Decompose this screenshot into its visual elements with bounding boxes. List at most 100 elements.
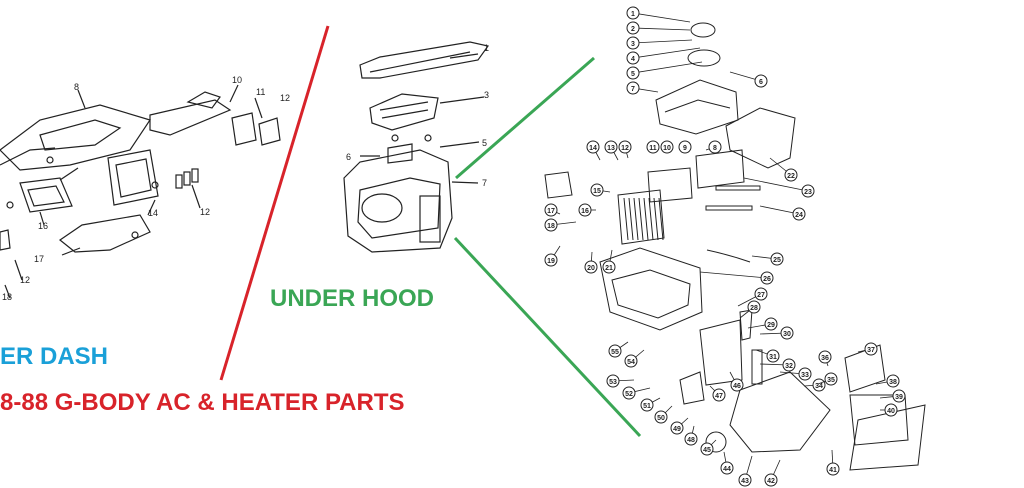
- callout-circle: [824, 372, 838, 386]
- callout-number: 11: [649, 145, 657, 152]
- evaporator-fin: [658, 197, 664, 241]
- dash-vent-fin: [175, 174, 183, 189]
- dash-part-outline: [186, 91, 221, 109]
- callout-43: 43: [738, 455, 753, 487]
- callout-circle: [864, 342, 878, 356]
- callout-leader: [743, 177, 809, 192]
- callout-number: 41: [829, 467, 837, 474]
- callout-circle: [618, 140, 632, 154]
- callout-number: 9: [683, 145, 687, 152]
- dash-part-number: 12: [280, 93, 290, 103]
- callout-19: 19: [544, 245, 561, 267]
- evaporator-fin: [628, 197, 634, 241]
- evaporator-fin: [638, 197, 644, 241]
- under-hood-parts-drawing: [343, 41, 490, 253]
- grommet-outline: [705, 431, 727, 453]
- hood-part-outline: [357, 177, 441, 239]
- dash-vent-fin: [183, 171, 191, 186]
- dash-part-outline: [0, 147, 56, 166]
- hood-fastener: [424, 134, 432, 142]
- callout-leader: [632, 12, 691, 23]
- dash-part-outline: [39, 119, 122, 151]
- callout-circle: [708, 140, 722, 154]
- callout-2: 2: [626, 21, 691, 35]
- callout-circle: [812, 378, 826, 392]
- dash-part-outline: [0, 229, 11, 251]
- callout-13: 13: [604, 140, 619, 161]
- callout-55: 55: [608, 341, 629, 358]
- callout-number: 29: [767, 322, 775, 329]
- callout-20: 20: [584, 251, 598, 274]
- callout-circle: [764, 473, 778, 487]
- callout-number: 3: [631, 41, 635, 48]
- callout-number: 28: [750, 305, 758, 312]
- callout-leader: [632, 39, 693, 44]
- callout-44: 44: [720, 451, 734, 475]
- hood-part-outline: [343, 149, 453, 253]
- callout-number: 38: [889, 379, 897, 386]
- dash-part-number: 17: [34, 254, 44, 264]
- exploded-part-outline: [699, 319, 743, 386]
- callout-number: 19: [547, 258, 555, 265]
- callout-circle: [608, 344, 622, 358]
- callout-16: 16: [578, 203, 596, 217]
- callout-number: 33: [801, 372, 809, 379]
- callout-25: 25: [751, 252, 784, 266]
- callout-circle: [604, 140, 618, 154]
- evaporator-fin: [643, 197, 649, 241]
- callout-circle: [684, 432, 698, 446]
- exploded-part-outline: [729, 371, 831, 453]
- dash-fastener: [131, 231, 139, 239]
- hood-canister-outline: [419, 195, 441, 243]
- callout-52: 52: [622, 386, 651, 400]
- hood-part-outline: [379, 101, 429, 119]
- callout-number: 40: [887, 408, 895, 415]
- callout-4: 4: [626, 47, 701, 65]
- callout-number: 43: [741, 478, 749, 485]
- exploded-part-outline: [844, 344, 886, 393]
- callout-circle: [584, 260, 598, 274]
- callout-50: 50: [654, 405, 673, 424]
- callout-15: 15: [590, 183, 611, 197]
- blower-wheel-outline: [690, 22, 716, 38]
- callout-number: 2: [631, 26, 635, 33]
- callout-45: 45: [700, 439, 717, 456]
- callout-number: 44: [723, 466, 731, 473]
- callout-number: 47: [715, 393, 723, 400]
- callout-circle: [782, 358, 796, 372]
- callout-number: 35: [827, 377, 835, 384]
- callout-circle: [754, 287, 768, 301]
- callout-circle: [760, 271, 774, 285]
- callout-number: 24: [795, 212, 803, 219]
- callout-11: 11: [646, 140, 660, 154]
- hood-leader: [439, 141, 480, 148]
- dash-part-number: 11: [256, 87, 265, 97]
- callout-number: 10: [663, 145, 671, 152]
- callout-46: 46: [729, 371, 744, 392]
- seal-strip: [705, 205, 753, 211]
- callout-number: 23: [804, 189, 812, 196]
- callout-circle: [544, 253, 558, 267]
- evaporator-fin: [623, 197, 629, 241]
- dash-part-outline: [258, 117, 281, 146]
- blower-motor-outline: [687, 49, 721, 67]
- callout-circle: [712, 388, 726, 402]
- callout-circle: [626, 66, 640, 80]
- callout-31: 31: [755, 349, 780, 363]
- callout-circle: [730, 378, 744, 392]
- callout-circle: [798, 367, 812, 381]
- callout-21: 21: [602, 249, 616, 274]
- dash-part-outline: [115, 158, 152, 198]
- callout-22: 22: [769, 157, 798, 182]
- exploded-part-outline: [611, 269, 691, 319]
- callout-number: 32: [785, 363, 793, 370]
- callout-26: 26: [699, 271, 774, 285]
- callout-leader: [632, 27, 691, 31]
- exploded-part-outline: [617, 189, 665, 245]
- callout-number: 6: [759, 79, 763, 86]
- dash-leader: [14, 259, 23, 281]
- callout-number: 14: [589, 145, 597, 152]
- dash-part-outline: [58, 214, 151, 253]
